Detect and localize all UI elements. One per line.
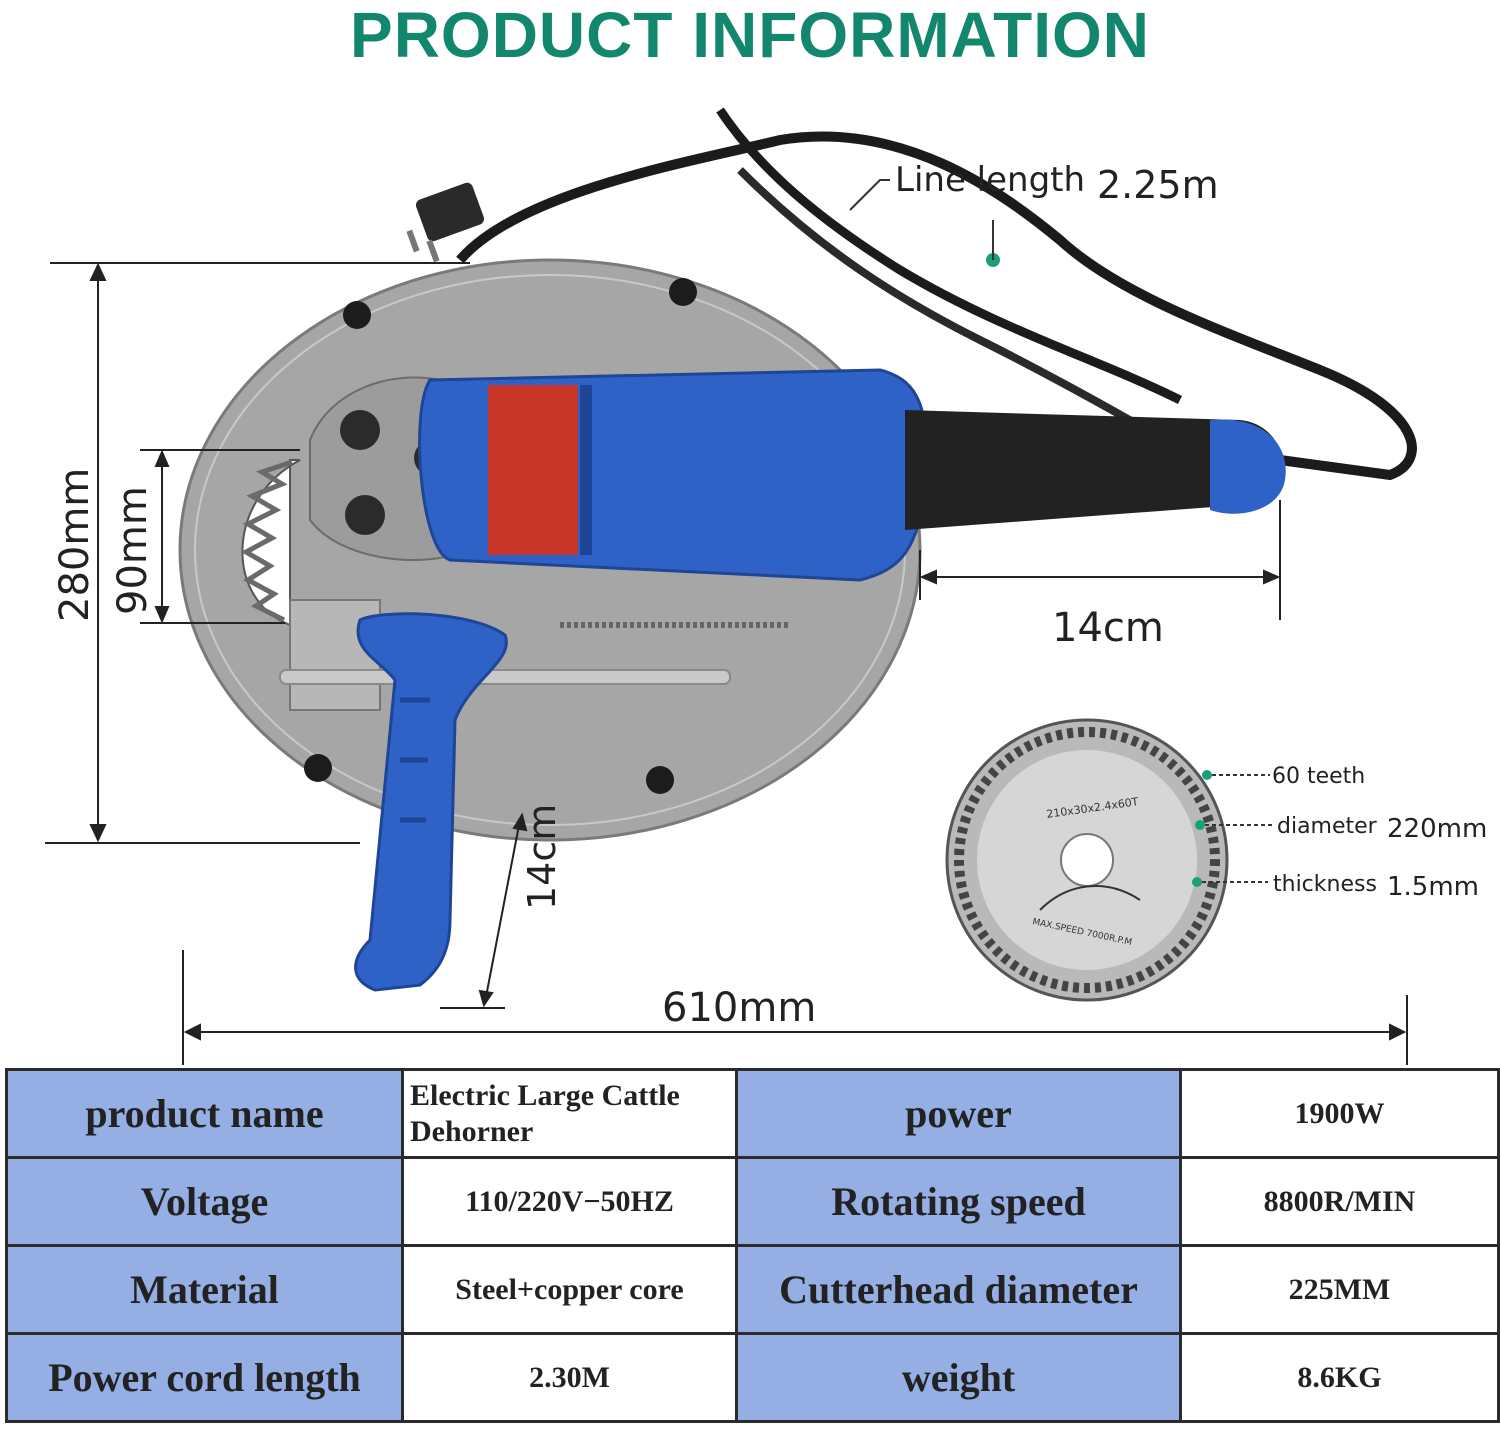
page-title: PRODUCT INFORMATION bbox=[350, 0, 1150, 71]
power-cord bbox=[456, 131, 1417, 481]
spec-value: 110/220V−50HZ bbox=[401, 1156, 738, 1247]
handle-length-dimension: 14cm bbox=[1052, 605, 1164, 651]
plug-icon bbox=[406, 182, 485, 263]
spec-table: product name Electric Large Cattle Dehor… bbox=[5, 1068, 1500, 1423]
spec-key: Power cord length bbox=[5, 1332, 404, 1423]
blade-height-dimension: 90mm bbox=[110, 486, 156, 615]
table-row: Power cord length 2.30M weight 8.6KG bbox=[5, 1332, 1500, 1423]
label-sticker bbox=[488, 385, 578, 555]
side-handle bbox=[354, 612, 508, 992]
blade-callouts bbox=[1192, 770, 1272, 887]
spec-key: Material bbox=[5, 1244, 404, 1335]
table-row: Voltage 110/220V−50HZ Rotating speed 880… bbox=[5, 1156, 1500, 1247]
spec-value: 225MM bbox=[1179, 1244, 1500, 1335]
blade-diameter-value: 220mm bbox=[1387, 814, 1488, 844]
blade-teeth-label: 60 teeth bbox=[1272, 764, 1366, 789]
spec-value: 8800R/MIN bbox=[1179, 1156, 1500, 1247]
table-row: Material Steel+copper core Cutterhead di… bbox=[5, 1244, 1500, 1335]
dehorner-illustration: 210x30x2.4x60T MAX.SPEED 7000R.P.M bbox=[45, 107, 1417, 1065]
spec-key: Cutterhead diameter bbox=[735, 1244, 1182, 1335]
overall-length-dimension: 610mm bbox=[662, 985, 817, 1031]
line-length-value: 2.25m bbox=[1097, 163, 1219, 207]
product-figure: 210x30x2.4x60T MAX.SPEED 7000R.P.M bbox=[0, 80, 1500, 1065]
spec-key: power bbox=[735, 1068, 1182, 1159]
blade-diameter-label: diameter bbox=[1277, 814, 1377, 839]
blade-thickness-value: 1.5mm bbox=[1387, 872, 1480, 902]
dimension-lines bbox=[45, 262, 1408, 1065]
spec-value: Steel+copper core bbox=[401, 1244, 738, 1335]
rear-grip bbox=[905, 410, 1285, 530]
blade-teeth bbox=[240, 459, 293, 623]
handle-height-dimension: 14cm bbox=[520, 803, 564, 910]
saw-blade bbox=[945, 718, 1229, 1002]
spec-value: Electric Large Cattle Dehorner bbox=[401, 1068, 738, 1159]
blade-thickness-label: thickness bbox=[1273, 872, 1377, 897]
spec-value: 8.6KG bbox=[1179, 1332, 1500, 1423]
height-dimension: 280mm bbox=[52, 467, 98, 622]
spec-key: Voltage bbox=[5, 1156, 404, 1247]
line-length-label: Line length bbox=[895, 160, 1086, 200]
spec-key: weight bbox=[735, 1332, 1182, 1423]
table-row: product name Electric Large Cattle Dehor… bbox=[5, 1068, 1500, 1159]
spec-key: product name bbox=[5, 1068, 404, 1159]
spec-value: 1900W bbox=[1179, 1068, 1500, 1159]
spec-value: 2.30M bbox=[401, 1332, 738, 1423]
spec-key: Rotating speed bbox=[735, 1156, 1182, 1247]
